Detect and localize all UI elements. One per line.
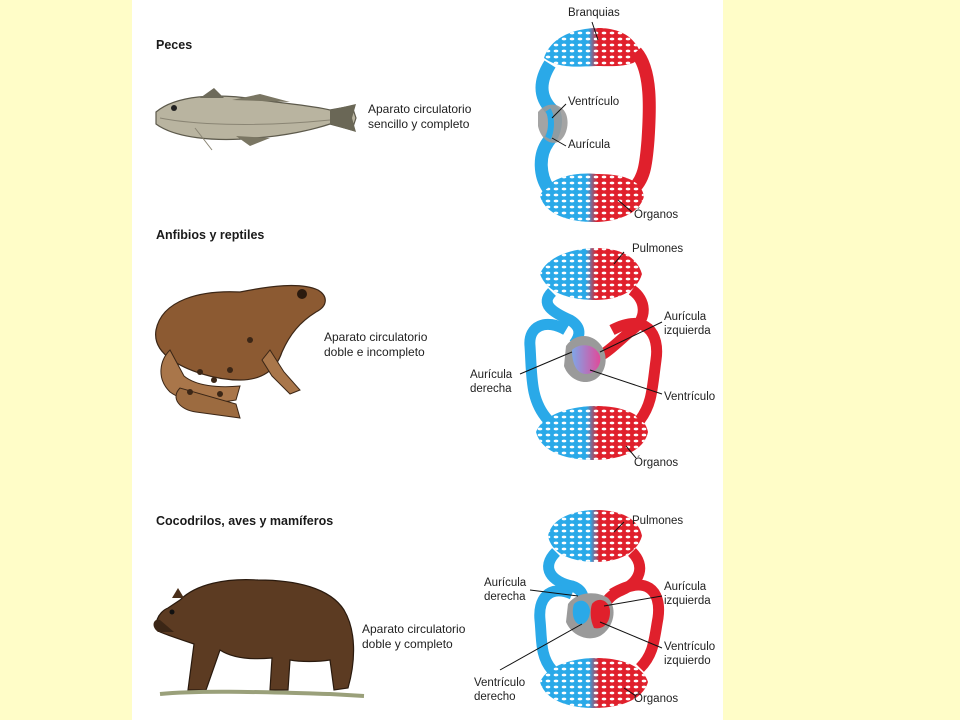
description-amphibians: Aparato circulatorio doble e incompleto bbox=[324, 330, 428, 359]
mammal-leader-lines bbox=[499, 521, 663, 697]
description-fish: Aparato circulatorio sencillo y completo bbox=[368, 102, 472, 131]
label-ventricle-amphibians: Ventrículo bbox=[664, 391, 716, 403]
section-heading-fish: Peces bbox=[156, 38, 193, 52]
label-left-atrium-mammals: Aurícula izquierda bbox=[664, 581, 711, 607]
label-organs-amphibians: Órganos bbox=[634, 457, 679, 469]
fish-circulation-diagram bbox=[534, 28, 656, 222]
label-organs-mammals: Órganos bbox=[634, 693, 679, 705]
mammal-circulation-diagram bbox=[534, 510, 665, 708]
frog-icon bbox=[155, 284, 326, 419]
section-heading-amphibians: Anfibios y reptiles bbox=[156, 228, 265, 242]
amphibian-circulation-diagram bbox=[524, 248, 663, 460]
label-left-atrium-amphibians: Aurícula izquierda bbox=[664, 311, 711, 337]
label-left-ventricle-mammals: Ventrículo izquierdo bbox=[664, 641, 716, 667]
label-organs-fish: Órganos bbox=[634, 209, 679, 221]
label-lungs-amphibians: Pulmones bbox=[632, 243, 684, 255]
bear-icon bbox=[153, 579, 365, 698]
description-mammals: Aparato circulatorio doble y completo bbox=[362, 622, 466, 651]
label-right-ventricle-mammals: Ventrículo derecho bbox=[474, 677, 526, 703]
label-gills: Branquias bbox=[568, 7, 620, 19]
label-ventricle-fish: Ventrículo bbox=[568, 96, 620, 108]
label-right-atrium-amphibians: Aurícula derecha bbox=[470, 369, 513, 395]
fish-icon bbox=[155, 88, 357, 151]
label-lungs-mammals: Pulmones bbox=[632, 515, 684, 527]
label-atrium-fish: Aurícula bbox=[568, 139, 611, 151]
amphibian-leader-lines bbox=[519, 251, 663, 459]
fish-leader-lines bbox=[551, 21, 633, 213]
section-heading-mammals: Cocodrilos, aves y mamíferos bbox=[156, 514, 334, 528]
label-right-atrium-mammals: Aurícula derecha bbox=[484, 577, 527, 603]
